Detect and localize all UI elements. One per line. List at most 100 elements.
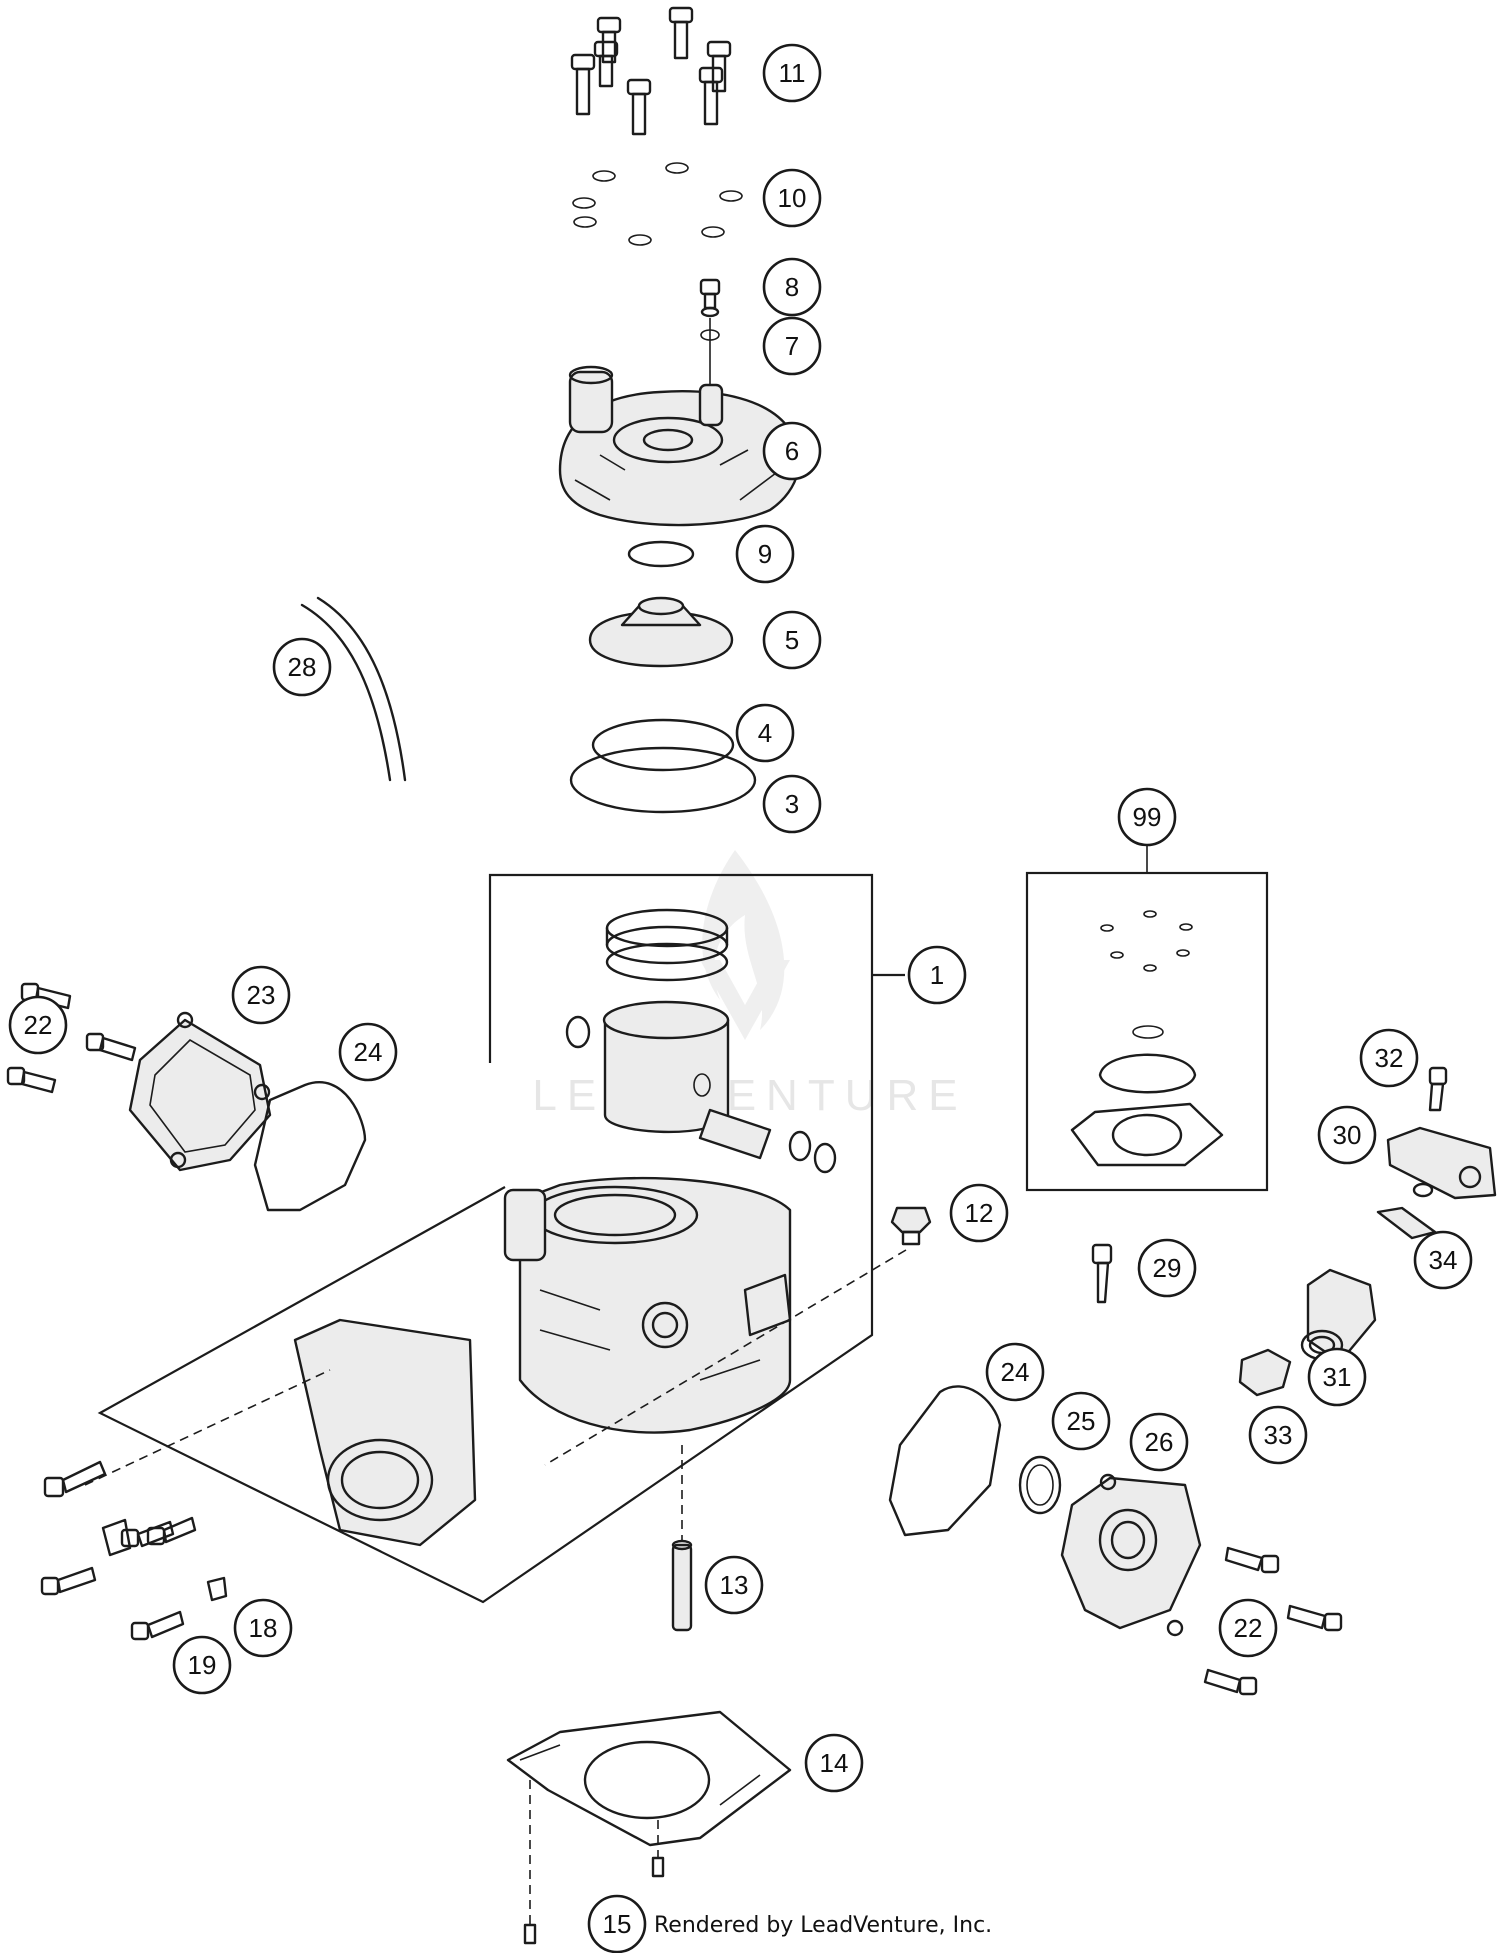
- piston-pin: [698, 1108, 837, 1174]
- callout-10: 10: [762, 168, 822, 228]
- sensor-29: [1091, 1243, 1113, 1304]
- callout-8: 8: [762, 257, 822, 317]
- callout-label: 11: [779, 58, 806, 88]
- callout-label: 99: [1133, 802, 1162, 832]
- water-pump-cover-31: [1300, 1268, 1377, 1364]
- dowel-pin: [671, 1539, 693, 1632]
- watermark: LEADVENTURE: [532, 850, 967, 1120]
- spark-plug-screw: [699, 278, 721, 318]
- o-ring-3: [569, 746, 757, 814]
- callout-12: 12: [949, 1183, 1009, 1243]
- screw-32: [1428, 1066, 1448, 1112]
- callout-label: 12: [965, 1198, 994, 1228]
- gasket-kit-box: [1025, 871, 1269, 1192]
- callout-4: 4: [735, 703, 795, 763]
- callout-label: 18: [249, 1613, 278, 1643]
- callout-label: 4: [758, 718, 772, 748]
- callout-30: 30: [1317, 1105, 1377, 1165]
- callout-label: 7: [785, 331, 799, 361]
- leader-flange: [84, 1369, 331, 1486]
- callout-28: 28: [272, 637, 332, 697]
- combustion-chamber-insert: [588, 596, 734, 668]
- callout-6: 6: [762, 421, 822, 481]
- callout-label: 23: [247, 980, 276, 1010]
- callout-label: 33: [1264, 1420, 1293, 1450]
- callout-label: 10: [778, 183, 807, 213]
- callout-9: 9: [735, 524, 795, 584]
- bolts-22-right: [1203, 1546, 1343, 1696]
- gasket-right: [888, 1385, 1002, 1537]
- piston: [565, 1000, 730, 1134]
- piston-rings: [605, 908, 729, 982]
- callout-label: 34: [1429, 1245, 1458, 1275]
- callout-1: 1: [907, 945, 967, 1005]
- callout-99: 99: [1117, 787, 1177, 847]
- callout-29: 29: [1137, 1238, 1197, 1298]
- callout-label: 3: [785, 789, 799, 819]
- callout-18: 18: [233, 1598, 293, 1658]
- callout-15: 15: [587, 1894, 647, 1953]
- callout-13: 13: [704, 1555, 764, 1615]
- render-credit: Rendered by LeadVenture, Inc.: [654, 1913, 992, 1938]
- sensor-30: [1386, 1126, 1497, 1200]
- cylinder-head: [558, 365, 801, 527]
- seal-ring: [1018, 1455, 1062, 1515]
- callout-22-right: 22: [1218, 1598, 1278, 1658]
- cylinder-head-bolts: [570, 6, 732, 136]
- callout-label: 28: [288, 652, 317, 682]
- hose-edge: [316, 596, 407, 782]
- flange-bolt: [43, 1460, 107, 1498]
- callout-label: 8: [785, 272, 799, 302]
- callout-label: 6: [785, 436, 799, 466]
- callout-31: 31: [1307, 1347, 1367, 1407]
- washers: [572, 162, 743, 246]
- callout-label: 30: [1333, 1120, 1362, 1150]
- stud-15b: [651, 1856, 665, 1878]
- cylinder: [503, 1176, 792, 1434]
- callout-26: 26: [1129, 1412, 1189, 1472]
- callout-label: 24: [1001, 1357, 1030, 1387]
- callout-label: 32: [1375, 1043, 1404, 1073]
- water-pump-housing: [1060, 1473, 1202, 1637]
- assembly-frame-1: [97, 873, 905, 1604]
- callout-24-right: 24: [985, 1342, 1045, 1402]
- base-gasket: [506, 1710, 792, 1847]
- callout-label: 9: [758, 539, 772, 569]
- callout-label: 22: [24, 1010, 53, 1040]
- small-bolts: [40, 1516, 228, 1641]
- callout-23: 23: [231, 965, 291, 1025]
- callout-label: 24: [354, 1037, 383, 1067]
- callout-label: 26: [1145, 1427, 1174, 1457]
- callout-label: 31: [1323, 1362, 1352, 1392]
- callout-25: 25: [1051, 1391, 1111, 1451]
- callout-19: 19: [172, 1635, 232, 1695]
- callout-label: 14: [820, 1748, 849, 1778]
- callout-32: 32: [1359, 1028, 1419, 1088]
- cover: [128, 1011, 272, 1172]
- callout-label: 25: [1067, 1406, 1096, 1436]
- stud-15a: [523, 1923, 537, 1945]
- callout-7: 7: [762, 316, 822, 376]
- o-ring-small: [627, 540, 695, 568]
- callout-label: 22: [1234, 1613, 1263, 1643]
- callout-24-left: 24: [338, 1022, 398, 1082]
- callout-22-left: 22: [8, 995, 68, 1055]
- callout-14: 14: [804, 1733, 864, 1793]
- callout-5: 5: [762, 610, 822, 670]
- callout-label: 15: [603, 1909, 632, 1939]
- exhaust-flange: [293, 1318, 477, 1547]
- callout-label: 5: [785, 625, 799, 655]
- gasket-left: [253, 1081, 367, 1212]
- plug-screw: [890, 1206, 932, 1246]
- callout-label: 19: [188, 1650, 217, 1680]
- callout-label: 1: [930, 960, 944, 990]
- callout-11: 11: [762, 43, 822, 103]
- leader-12: [544, 1249, 907, 1466]
- callout-label: 29: [1153, 1253, 1182, 1283]
- gasket-kit-contents: [1070, 910, 1224, 1167]
- watermark-text: LEADVENTURE: [532, 1071, 967, 1120]
- gasket-34: [1376, 1206, 1437, 1240]
- callout-33: 33: [1248, 1405, 1308, 1465]
- hose: [300, 603, 392, 782]
